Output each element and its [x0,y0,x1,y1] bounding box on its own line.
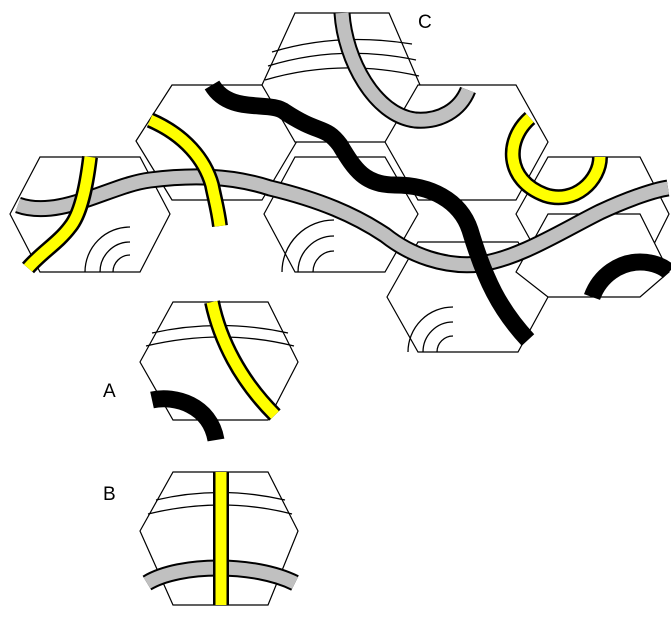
label-b: B [103,484,116,505]
yellow-paths [21,111,608,605]
label-a: A [103,381,116,402]
black-paths [150,79,671,443]
gray-paths [15,12,670,591]
label-c: C [418,12,432,33]
